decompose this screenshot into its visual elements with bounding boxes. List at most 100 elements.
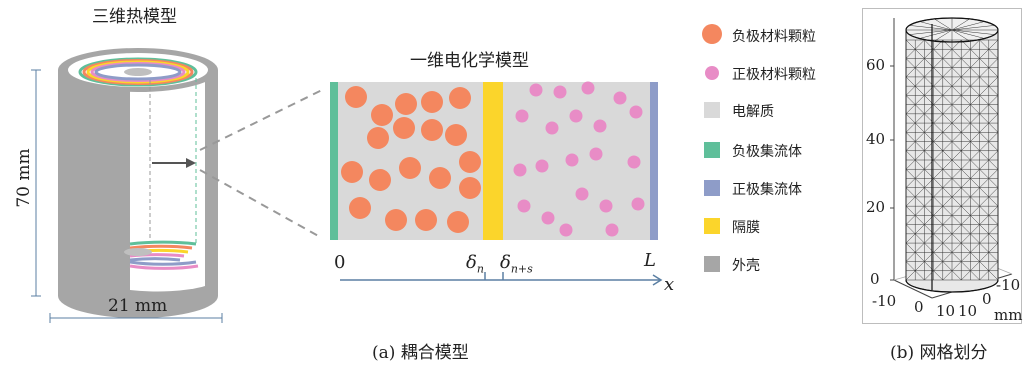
cathode-particle: [565, 153, 579, 167]
mesh-edge: [933, 104, 943, 115]
mesh-edge: [970, 39, 980, 50]
mesh-edge: [951, 113, 962, 124]
mesh-edge: [942, 242, 953, 253]
caption-b: (b) 网格划分: [890, 343, 988, 363]
mesh-edge: [915, 49, 925, 59]
mesh-edge: [988, 215, 999, 225]
mesh-y-tick-10: 10: [958, 302, 978, 320]
legend-item-shell: 外壳: [696, 250, 866, 280]
mesh-edge: [905, 169, 916, 179]
mesh-edge: [933, 67, 943, 78]
mesh-edge: [915, 224, 925, 235]
mesh-edge: [909, 29, 953, 35]
cathode-particle: [629, 105, 643, 119]
mesh-edge: [933, 252, 943, 262]
mesh-edge: [970, 187, 980, 198]
anode-particle-swatch: [702, 24, 722, 44]
mesh-edge: [934, 18, 953, 31]
mesh-edge: [970, 67, 980, 78]
mesh-edge: [942, 122, 953, 133]
mesh-edge: [951, 122, 962, 133]
mesh-edge: [951, 215, 962, 225]
mesh-edge: [933, 141, 943, 151]
mesh-edge: [988, 104, 999, 115]
mesh-x-tick-neg10: -10: [872, 292, 897, 310]
mesh-edge: [951, 58, 962, 68]
electrolyte-swatch: [704, 102, 720, 118]
mesh-edge: [951, 141, 962, 151]
cathode-particle: [613, 91, 627, 105]
mesh-edge: [961, 49, 971, 59]
mesh-edge: [933, 215, 943, 225]
mesh-edge: [905, 224, 916, 235]
mesh-edge: [961, 270, 971, 281]
cathode-particle-swatch: [705, 66, 719, 80]
mesh-edge: [979, 242, 989, 253]
mesh-edge: [915, 233, 925, 244]
mesh-edge: [933, 261, 943, 271]
height-label: 70 mm: [14, 148, 34, 208]
cathode-particle: [581, 81, 595, 95]
thermal-model-title: 三维热模型: [92, 7, 177, 27]
mesh-edge: [905, 178, 916, 188]
anode-particle: [421, 91, 443, 113]
anode-particle: [429, 167, 451, 189]
mesh-edge: [988, 150, 999, 161]
mesh-x-tick-10: 10: [936, 302, 956, 320]
mesh-edge: [951, 21, 985, 31]
mesh-edge: [988, 169, 999, 179]
legend-label: 电解质: [732, 104, 774, 120]
mesh-edge: [905, 122, 916, 133]
mesh-edge: [970, 270, 980, 281]
mesh-edge: [905, 242, 916, 253]
legend-item-electrolyte: 电解质: [696, 96, 866, 126]
anode-particle: [371, 104, 393, 126]
cathode-particle: [541, 211, 555, 225]
anode-particle: [399, 157, 421, 179]
mesh-edge: [942, 150, 953, 161]
mesh-edge: [915, 242, 925, 253]
mesh-edge: [951, 233, 962, 244]
legend-item-anode-particle: 负极材料颗粒: [696, 20, 866, 50]
mesh-plot-drawing: [890, 17, 1013, 299]
mesh-edge: [988, 224, 999, 235]
mesh-edge: [961, 233, 971, 244]
mesh-edge: [979, 178, 989, 188]
legend-item-separator: 隔膜: [696, 212, 866, 242]
mesh-edge: [961, 215, 971, 225]
anode-collector-swatch: [704, 142, 720, 158]
mesh-edge: [970, 104, 980, 115]
mesh-edge: [988, 113, 999, 124]
mesh-edge: [905, 76, 916, 87]
mesh-edge: [988, 159, 999, 170]
legend-label: 外壳: [732, 258, 760, 274]
mesh-edge: [961, 261, 971, 271]
mesh-edge: [961, 150, 971, 161]
mesh-edge: [915, 58, 925, 68]
mesh-edge: [942, 104, 953, 115]
mesh-edge: [970, 196, 980, 207]
mesh-edge: [933, 169, 943, 179]
diameter-label: 21 mm: [108, 296, 168, 316]
mesh-edge: [970, 132, 980, 142]
electrochem-model-drawing: [330, 81, 663, 286]
mesh-edge: [988, 270, 999, 281]
mesh-edge: [942, 178, 953, 188]
mesh-edge: [979, 205, 989, 216]
mesh-edge: [915, 215, 925, 225]
mesh-edge: [979, 261, 989, 271]
mesh-edge: [942, 205, 953, 216]
cathode-particle: [599, 199, 613, 213]
mesh-edge: [942, 141, 953, 151]
mesh-edge: [951, 132, 962, 142]
mesh-edge: [988, 196, 999, 207]
mesh-edge: [970, 49, 980, 59]
cathode-particle: [529, 83, 543, 97]
mesh-edge: [942, 169, 953, 179]
cathode-particle: [545, 121, 559, 135]
mesh-edge: [961, 95, 971, 105]
mesh-edge: [942, 132, 953, 142]
mesh-edge: [951, 95, 962, 105]
mesh-edge: [905, 67, 916, 78]
mesh-edge: [951, 85, 962, 96]
